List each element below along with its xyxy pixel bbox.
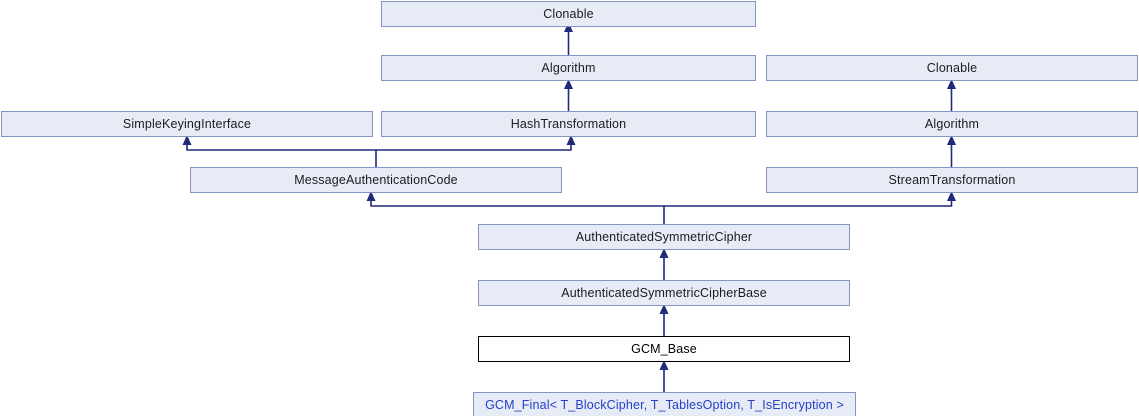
- class-node-messageauthenticationcode[interactable]: MessageAuthenticationCode: [190, 167, 562, 193]
- class-node-label: GCM_Final< T_BlockCipher, T_TablesOption…: [485, 397, 844, 412]
- edge-asc-to-parents: [366, 191, 956, 224]
- edge-mac-to-parents: [182, 135, 576, 167]
- class-node-authenticatedsymmetriccipherbase[interactable]: AuthenticatedSymmetricCipherBase: [478, 280, 850, 306]
- class-node-gcm-base[interactable]: GCM_Base: [478, 336, 850, 362]
- class-node-label: AuthenticatedSymmetricCipher: [575, 229, 753, 244]
- class-node-hashtransformation[interactable]: HashTransformation: [381, 111, 756, 137]
- class-node-clonable-top[interactable]: Clonable: [381, 1, 756, 27]
- class-node-label: HashTransformation: [510, 116, 627, 131]
- class-node-label: GCM_Base: [631, 341, 697, 356]
- edge-algorithm-right-to-clonable-right: [947, 79, 956, 111]
- class-node-label: Clonable: [926, 60, 978, 75]
- edge-gcmbase-to-ascbase: [659, 304, 669, 336]
- class-node-label: SimpleKeyingInterface: [122, 116, 252, 131]
- class-node-streamtransformation[interactable]: StreamTransformation: [766, 167, 1138, 193]
- class-node-gcm-final[interactable]: GCM_Final< T_BlockCipher, T_TablesOption…: [473, 392, 856, 416]
- class-node-simplekeyinginterface[interactable]: SimpleKeyingInterface: [1, 111, 373, 137]
- class-node-label: StreamTransformation: [888, 172, 1016, 187]
- edge-gcmfinal-to-gcmbase: [659, 360, 669, 392]
- edge-streamtransformation-to-algorithm-right: [947, 135, 956, 167]
- class-node-label: AuthenticatedSymmetricCipherBase: [561, 285, 767, 300]
- class-node-label: Algorithm: [924, 116, 980, 131]
- class-node-clonable-right[interactable]: Clonable: [766, 55, 1138, 81]
- edge-ascbase-to-asc: [659, 248, 669, 280]
- class-node-label: Clonable: [543, 6, 594, 21]
- class-node-authenticatedsymmetriccipher[interactable]: AuthenticatedSymmetricCipher: [478, 224, 850, 250]
- class-node-label: MessageAuthenticationCode: [294, 172, 458, 187]
- edge-hashtransformation-to-algorithm: [564, 79, 573, 111]
- class-node-algorithm-right[interactable]: Algorithm: [766, 111, 1138, 137]
- class-node-label: Algorithm: [541, 60, 596, 75]
- class-node-algorithm[interactable]: Algorithm: [381, 55, 756, 81]
